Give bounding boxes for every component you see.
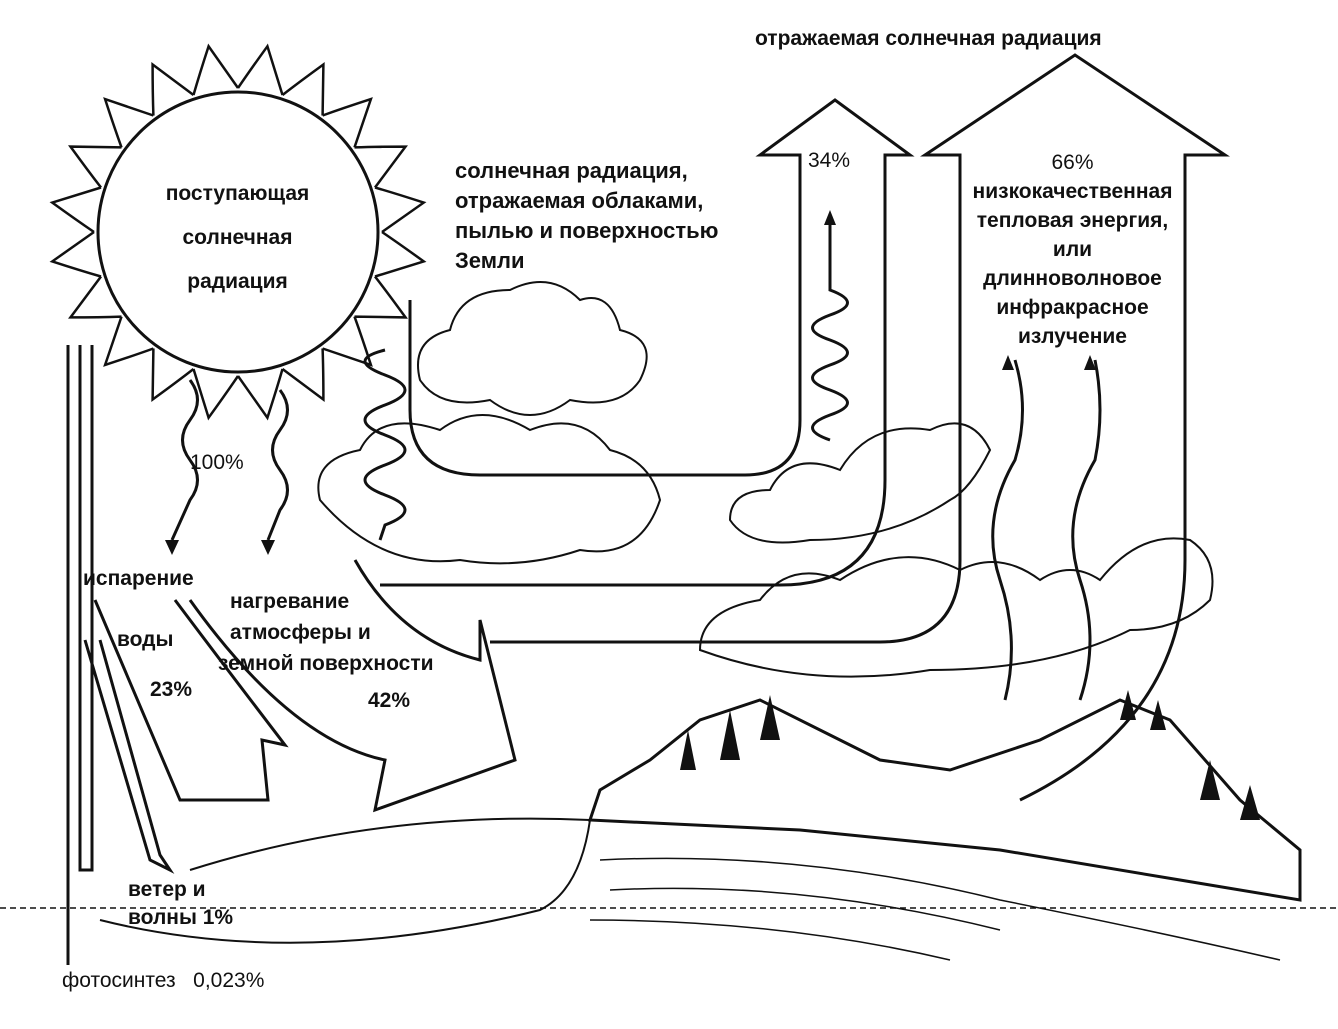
sun-disc [96, 90, 380, 374]
reflected-34-arrow [380, 98, 915, 587]
text-line: тепловая энергия, [976, 209, 1169, 232]
reflected-radiation-title: отражаемая солнечная радиация [755, 27, 1102, 50]
pct-66: 66% [1051, 151, 1094, 174]
text-line: излучение [1018, 325, 1127, 348]
text-line: поступающая [165, 182, 310, 205]
pct-100: 100% [190, 451, 244, 474]
wind-label: ветер и волны 1% [128, 876, 233, 932]
text-line: фотосинтез [62, 969, 176, 992]
evaporation-label: испарение [83, 567, 194, 590]
text-line: ветер и [128, 878, 206, 901]
cloud [698, 537, 1214, 678]
rock-layers [589, 857, 1281, 961]
longwave-label: 66% низкокачественная тепловая энергия, … [945, 148, 1200, 351]
reflected-wave [811, 215, 849, 442]
infrared-wave [991, 359, 1024, 701]
text-line: земной поверхности [218, 652, 434, 675]
infrared-wave [1071, 359, 1102, 701]
text-line: нагревание [230, 590, 350, 613]
wind-arrow [83, 639, 175, 874]
heating-pct: 42% [368, 689, 411, 712]
cloud [317, 414, 662, 565]
sun-rays [49, 43, 427, 421]
incoming-wave [170, 379, 199, 541]
heating-arrow [188, 559, 517, 813]
text-line: радиация [187, 270, 288, 293]
text-line: волны 1% [128, 906, 234, 929]
text-line: пылью и поверхностью [455, 218, 719, 243]
text-line: солнечная [182, 226, 293, 249]
cloud-reflection-label: солнечная радиация, отражаемая облаками,… [455, 156, 718, 276]
coil-wave [363, 348, 407, 541]
cloud [728, 422, 992, 544]
incoming-radiation-label: поступающая солнечная радиация [135, 172, 340, 304]
sun-icon [49, 43, 427, 421]
text-line: атмосферы и [230, 621, 371, 644]
mountains [587, 698, 1302, 902]
text-line: солнечная радиация, [455, 158, 688, 183]
text-line: или [1052, 238, 1093, 261]
photosynthesis-pct: 0,023% [193, 969, 265, 992]
pct-34: 34% [808, 149, 851, 172]
reflected-66-arrow [490, 53, 1230, 802]
photosynthesis-label: фотосинтез 0,023% [62, 968, 264, 994]
incoming-wave [266, 389, 289, 541]
ground-surface [99, 817, 592, 944]
photosynthesis-arrow [66, 345, 94, 965]
cloud [417, 281, 648, 416]
heating-label: нагревание атмосферы и земной поверхност… [218, 586, 434, 679]
evaporation-pct: 23% [150, 678, 193, 701]
forest [680, 690, 1260, 820]
text-line: Земли [455, 248, 525, 273]
text-line: отражаемая облаками, [455, 188, 704, 213]
text-line: инфракрасное [996, 296, 1149, 319]
evaporation-arrow [93, 599, 289, 802]
evaporation-label-2: воды [117, 628, 174, 651]
text-line: длинноволновое [983, 267, 1162, 290]
text-line: низкокачественная [972, 180, 1173, 203]
